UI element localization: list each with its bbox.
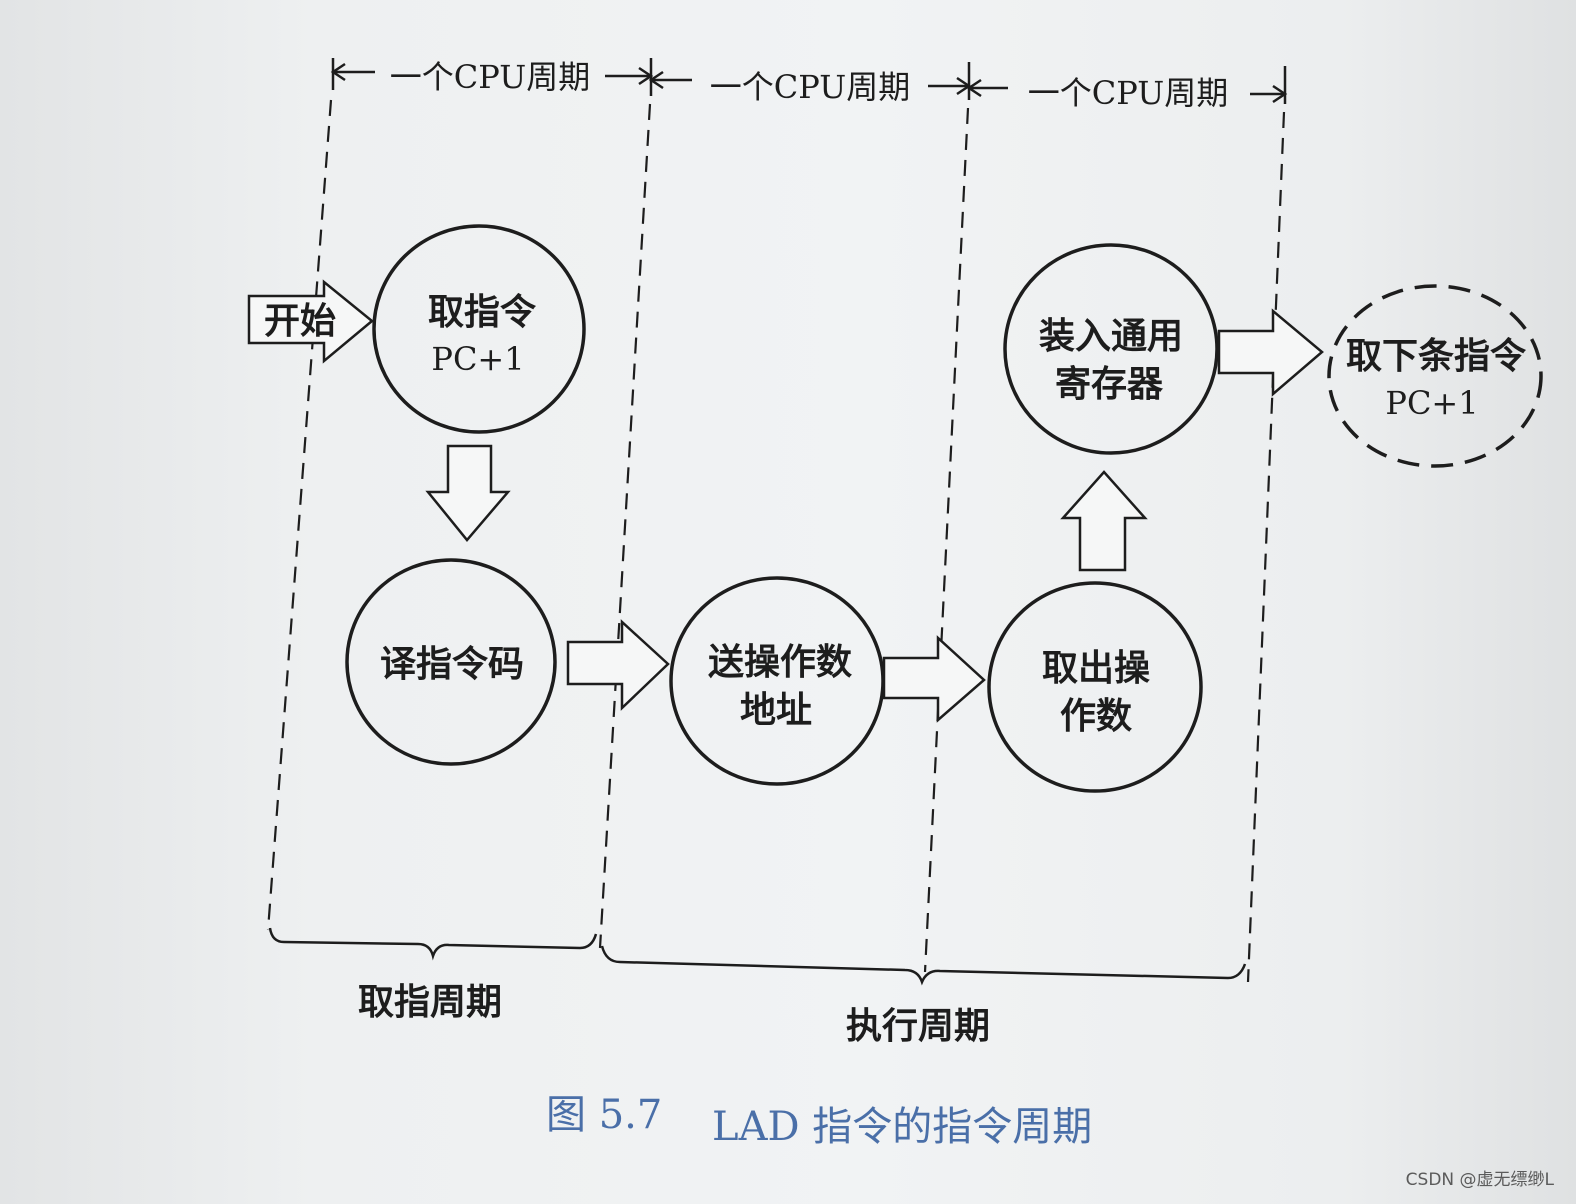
arrow-fetch-to-decode [425, 444, 511, 542]
decode-node-line1: 译指令码 [380, 643, 524, 685]
start-arrow [247, 279, 374, 364]
fetch-instruction-node [372, 224, 586, 434]
period-label-3: 一个CPU周期 [1028, 74, 1228, 112]
fetch-operand-node [987, 581, 1203, 793]
decode-instruction-node [345, 558, 557, 766]
next-node-line1: 取下条指令 [1346, 335, 1527, 377]
period-label-2: 一个CPU周期 [710, 68, 910, 106]
execute-cycle-label: 执行周期 [846, 1005, 990, 1047]
register-node-line2: 寄存器 [1055, 363, 1164, 405]
next-node-line2: PC+1 [1385, 384, 1478, 422]
fetch-node-line1: 取指令 [428, 291, 537, 333]
operand-node-line2: 作数 [1060, 695, 1132, 737]
fetch-node-line2: PC+1 [431, 340, 524, 378]
arrow-address-to-fetch-operand [882, 635, 986, 723]
watermark: CSDN @虚无缥缈L [1405, 1170, 1554, 1190]
register-node-line1: 装入通用 [1039, 315, 1183, 357]
load-register-node [1003, 243, 1219, 455]
period-label-1: 一个CPU周期 [390, 58, 590, 96]
fetch-cycle-label: 取指周期 [358, 981, 502, 1023]
operand-node-line1: 取出操 [1042, 647, 1150, 689]
arrow-register-to-next [1217, 308, 1324, 397]
arrow-decode-to-address [566, 619, 670, 711]
address-node-line1: 送操作数 [708, 641, 852, 683]
start-label: 开始 [264, 300, 336, 342]
arrow-operand-to-register [1060, 470, 1148, 572]
period-dimensions [330, 58, 1288, 104]
phase-braces [268, 927, 1247, 986]
period-boundaries [266, 99, 1286, 983]
figure-title: LAD 指令的指令周期 [712, 1104, 1092, 1150]
figure-number: 图 5.7 [546, 1092, 662, 1138]
address-node-line2: 地址 [740, 689, 812, 731]
next-instruction-node [1327, 284, 1543, 468]
